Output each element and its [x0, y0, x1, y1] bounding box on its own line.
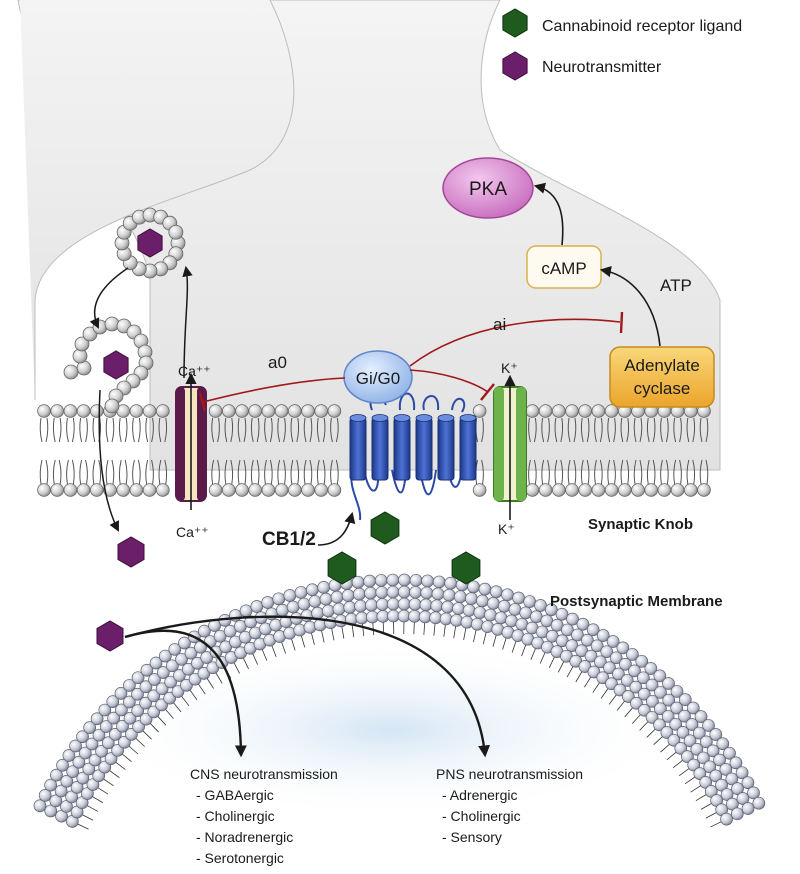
pka [442, 157, 534, 219]
postsynaptic-label: Postsynaptic Membrane [550, 593, 723, 610]
camp-to-pka-arrow [533, 182, 564, 246]
cns-list: - GABAergic - Cholinergic - Noradrenergic -… [196, 787, 293, 866]
adenylate-label-line1: Adenylate [624, 356, 700, 375]
receptor-helix [393, 414, 411, 481]
legend-ligand-label: Cannabinoid receptor ligand [542, 18, 742, 35]
list-item: - Adrenergic [442, 787, 517, 803]
postsynaptic-membrane [33, 573, 766, 830]
ai-inhibition-bar [619, 311, 624, 334]
ca-top-label: Ca⁺⁺ [178, 363, 211, 379]
vesicle-recycle-arrow [182, 265, 193, 379]
a0-label: a0 [268, 353, 287, 372]
ligand-hexagon [451, 551, 481, 585]
a0-inhibition-line [202, 377, 346, 403]
synaptic-knob-fill [20, 0, 294, 400]
a0-inhibition-bar [198, 392, 207, 412]
adenylate-label-line2: cyclase [634, 379, 691, 398]
receptor-helix [371, 414, 389, 481]
legend-neurotransmitter-icon [502, 51, 528, 81]
gk-inhibition-bar [480, 383, 495, 401]
receptor-helix [437, 414, 455, 481]
legend-neurotransmitter-label: Neurotransmitter [542, 59, 662, 76]
legend-ligand-icon [502, 8, 528, 38]
pns-projection-arrow [124, 615, 491, 758]
receptor-helix [349, 414, 367, 481]
cb-pointer-arrow [317, 511, 356, 546]
neurotransmitter-hexagon [103, 350, 129, 380]
neurotransmitter-hexagon [117, 536, 145, 568]
pns-list: - Adrenergic - Cholinergic - Sensory [442, 787, 521, 845]
list-item: - Noradrenergic [196, 829, 293, 845]
synaptic-knob-left-edge [34, 0, 295, 400]
neurotransmitter-hexagon [96, 620, 124, 652]
pka-label: PKA [469, 179, 507, 200]
list-item: - Sensory [442, 829, 502, 845]
legend: Cannabinoid receptor ligand Neurotransmi… [502, 8, 742, 81]
ac-to-camp-arrow [599, 266, 661, 347]
camp-label: cAMP [541, 259, 586, 278]
receptor-helix [459, 414, 477, 481]
release-arrow [98, 389, 119, 532]
cb-receptor [349, 392, 477, 521]
list-item: - Serotonergic [196, 850, 284, 866]
neurotransmitter-hexagon [137, 228, 163, 258]
cb-label: CB1/2 [262, 529, 316, 550]
list-item: - GABAergic [196, 787, 274, 803]
ca-bottom-label: Ca⁺⁺ [176, 524, 209, 540]
list-item: - Cholinergic [196, 808, 275, 824]
ai-label: ai [493, 315, 506, 334]
g-protein [343, 350, 413, 404]
vesicle-dock-arrow [89, 267, 129, 329]
presynaptic-membrane [37, 404, 711, 497]
synaptic-knob-label: Synaptic Knob [588, 516, 693, 533]
receptor-helix [415, 414, 433, 481]
atp-label: ATP [660, 276, 692, 295]
ligand-hexagon [327, 551, 357, 585]
pns-title: PNS neurotransmission [436, 766, 583, 782]
list-item: - Cholinergic [442, 808, 521, 824]
postsynaptic-glow [90, 640, 690, 820]
g-protein-label: Gi/G0 [356, 369, 400, 388]
vesicles [63, 207, 186, 414]
cns-title: CNS neurotransmission [190, 766, 338, 782]
molecules [96, 228, 481, 652]
k-top-label: K⁺ [501, 360, 518, 376]
ligand-hexagon [370, 511, 400, 545]
k-bottom-label: K⁺ [498, 521, 515, 537]
ai-inhibition-line [409, 318, 621, 367]
adenylate-cyclase [609, 346, 715, 408]
gk-inhibition-line [409, 369, 489, 393]
